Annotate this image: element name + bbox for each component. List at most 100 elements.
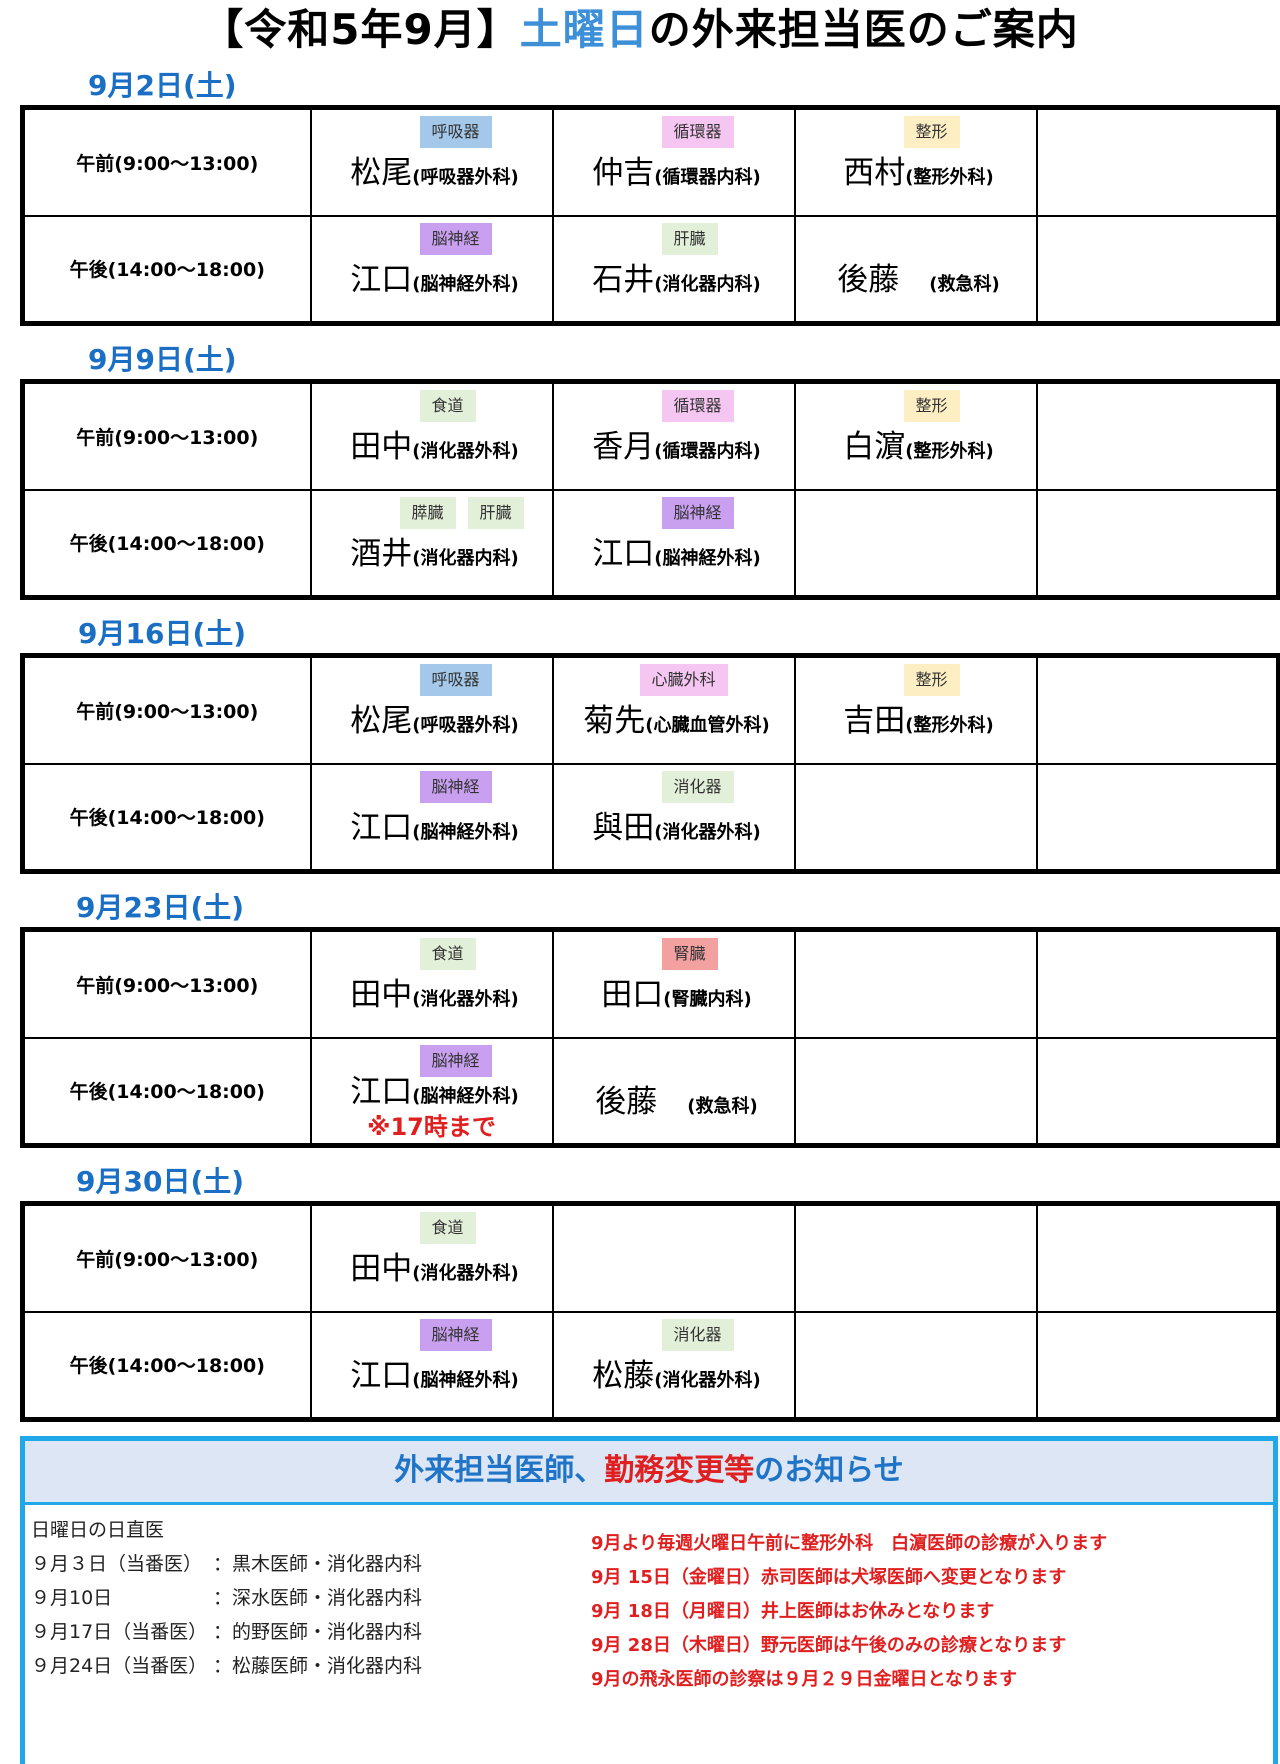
week-date-label: 9月23日(土): [76, 891, 245, 924]
schedule-change-item: 9月 28日（木曜日）野元医師は午後のみの診療となります: [591, 1635, 1067, 1656]
doctor-cell: 食道田中(消化器外科): [309, 928, 554, 1039]
doctor-name: 田中: [350, 429, 413, 465]
doctor-name: 仲吉: [592, 155, 655, 191]
doctor-entry: 吉田(整形外科): [806, 698, 1032, 744]
session-time-label: 午後(14:00〜18:00): [21, 214, 312, 325]
session-time-label: 午前(9:00〜13:00): [21, 654, 312, 765]
sunday-duty-item: ９月24日（当番医）：松藤医師・消化器内科: [31, 1649, 551, 1683]
specialty-tag: 脳神経: [419, 770, 492, 803]
sunday-duty-item: ９月３日（当番医）：黒木医師・消化器内科: [31, 1547, 551, 1581]
specialty-tag: 消化器: [661, 770, 734, 803]
doctor-cell: [551, 1202, 796, 1313]
schedule-row: 午前(9:00〜13:00)呼吸器松尾(呼吸器外科)心臓外科菊先(心臓血管外科)…: [21, 654, 1280, 765]
doctor-department: (脳神経外科): [412, 1369, 519, 1391]
doctor-entry: 後藤(救急科): [564, 1079, 790, 1125]
specialty-tag: 呼吸器: [419, 664, 492, 696]
doctor-cell: [793, 1310, 1038, 1421]
doctor-name: 松尾: [350, 155, 413, 191]
doctor-cell: [793, 488, 1038, 599]
schedule-change-item: 9月より毎週火曜日午前に整形外科 白濵医師の診療が入ります: [591, 1533, 1108, 1554]
doctor-department: (脳神経外科): [412, 1085, 519, 1107]
doctor-cell: 膵臓肝臓酒井(消化器内科): [309, 488, 554, 599]
doctor-cell: 消化器松藤(消化器外科): [551, 1310, 796, 1421]
doctor-cell: 心臓外科菊先(心臓血管外科): [551, 654, 796, 765]
doctor-entry: 田口(腎臓内科): [564, 972, 790, 1018]
doctor-cell: [1035, 1036, 1280, 1147]
specialty-tag: 肝臓: [467, 496, 524, 529]
session-time-label: 午前(9:00〜13:00): [21, 1202, 312, 1313]
doctor-cell: [1035, 214, 1280, 325]
specialty-tag: 食道: [419, 938, 476, 970]
schedule-change-item: 9月 18日（月曜日）井上医師はお休みとなります: [591, 1601, 995, 1622]
doctor-name: 江口: [350, 261, 413, 298]
doctor-name: 香月: [592, 429, 655, 465]
notice-box: 外来担当医師、勤務変更等のお知らせ 日曜日の日直医 ９月３日（当番医）：黒木医師…: [20, 1436, 1278, 1764]
doctor-name: 田中: [350, 1251, 413, 1287]
sunday-duty-list: 日曜日の日直医 ９月３日（当番医）：黒木医師・消化器内科 ９月10日：深水医師・…: [31, 1513, 551, 1683]
schedule-table: 午前(9:00〜13:00)呼吸器松尾(呼吸器外科)心臓外科菊先(心臓血管外科)…: [20, 653, 1280, 874]
schedule-row: 午前(9:00〜13:00)呼吸器松尾(呼吸器外科)循環器仲吉(循環器内科)整形…: [21, 106, 1280, 217]
doctor-department: (整形外科): [905, 441, 994, 462]
doctor-cell: 呼吸器松尾(呼吸器外科): [309, 106, 554, 217]
doctor-cell: 脳神経江口(脳神経外科): [309, 1310, 554, 1421]
specialty-tag: 肝臓: [661, 222, 718, 255]
session-time-label: 午後(14:00〜18:00): [21, 488, 312, 599]
specialty-tag: 食道: [419, 1212, 476, 1244]
doctor-department: (消化器外科): [412, 989, 519, 1010]
title-bracket: 【令和5年9月】: [201, 5, 520, 54]
doctor-entry: 松藤(消化器外科): [564, 1353, 790, 1399]
doctor-department: (心臓血管外科): [645, 715, 770, 736]
specialty-tag: 循環器: [661, 390, 734, 422]
doctor-entry: 江口(脳神経外科): [322, 257, 548, 303]
doctor-name: 後藤: [595, 1083, 658, 1120]
doctor-cell: 腎臓田口(腎臓内科): [551, 928, 796, 1039]
doctor-department: (脳神経外科): [412, 821, 519, 843]
doctor-cell: [1035, 1202, 1280, 1313]
doctor-department: (消化器外科): [412, 1263, 519, 1284]
doctor-entry: 仲吉(循環器内科): [564, 150, 790, 196]
schedule-table: 午前(9:00〜13:00)呼吸器松尾(呼吸器外科)循環器仲吉(循環器内科)整形…: [20, 105, 1280, 326]
doctor-cell: 脳神経江口(脳神経外科): [309, 762, 554, 873]
specialty-tag: 脳神経: [419, 1044, 492, 1077]
doctor-name: 江口: [350, 1073, 413, 1110]
doctor-cell: [1035, 654, 1280, 765]
session-time-label: 午後(14:00〜18:00): [21, 762, 312, 873]
notice-header-part1: 外来担当医師、: [394, 1453, 605, 1488]
doctor-cell: [1035, 106, 1280, 217]
sunday-duty-item: ９月17日（当番医）：的野医師・消化器内科: [31, 1615, 551, 1649]
doctor-department: (呼吸器外科): [412, 167, 519, 188]
doctor-cell: 食道田中(消化器外科): [309, 1202, 554, 1313]
specialty-tag: 食道: [419, 390, 476, 422]
doctor-name: 白濵: [843, 429, 906, 465]
doctor-cell: 肝臓石井(消化器内科): [551, 214, 796, 325]
doctor-entry: 江口(脳神経外科): [322, 805, 548, 851]
doctor-cell: [1035, 1310, 1280, 1421]
specialty-tag: 脳神経: [419, 222, 492, 255]
doctor-department: (消化器外科): [412, 441, 519, 462]
specialty-tag: 脳神経: [419, 1318, 492, 1351]
doctor-name: 松藤: [592, 1357, 655, 1394]
doctor-name: 酒井: [350, 535, 413, 572]
sunday-duty-doctor: ：的野医師・消化器内科: [213, 1621, 423, 1643]
doctor-entry: 田中(消化器外科): [322, 972, 548, 1018]
schedule-change-list: 9月より毎週火曜日午前に整形外科 白濵医師の診療が入ります 9月 15日（金曜日…: [591, 1527, 1271, 1697]
doctor-cell: 後藤(救急科): [793, 214, 1038, 325]
doctor-cell: [793, 1202, 1038, 1313]
page-title: 【令和5年9月】土曜日の外来担当医のご案内: [0, 2, 1280, 58]
doctor-name: 吉田: [843, 703, 906, 739]
doctor-department: (整形外科): [905, 715, 994, 736]
week-date-label: 9月16日(土): [78, 617, 247, 650]
schedule-table: 午前(9:00〜13:00)食道田中(消化器外科)午後(14:00〜18:00)…: [20, 1201, 1280, 1422]
doctor-cell: 脳神経江口(脳神経外科): [551, 488, 796, 599]
doctor-entry: 白濵(整形外科): [806, 424, 1032, 470]
specialty-tag: 脳神経: [661, 496, 734, 529]
doctor-cell: 呼吸器松尾(呼吸器外科): [309, 654, 554, 765]
doctor-department: (消化器内科): [654, 273, 761, 295]
title-rest: の外来担当医のご案内: [648, 5, 1079, 54]
notice-header: 外来担当医師、勤務変更等のお知らせ: [25, 1441, 1273, 1505]
schedule-row: 午後(14:00〜18:00)膵臓肝臓酒井(消化器内科)脳神経江口(脳神経外科): [21, 488, 1280, 599]
session-time-label: 午前(9:00〜13:00): [21, 928, 312, 1039]
doctor-cell: 食道田中(消化器外科): [309, 380, 554, 491]
doctor-entry: 江口(脳神経外科): [564, 531, 790, 577]
doctor-cell: [793, 1036, 1038, 1147]
